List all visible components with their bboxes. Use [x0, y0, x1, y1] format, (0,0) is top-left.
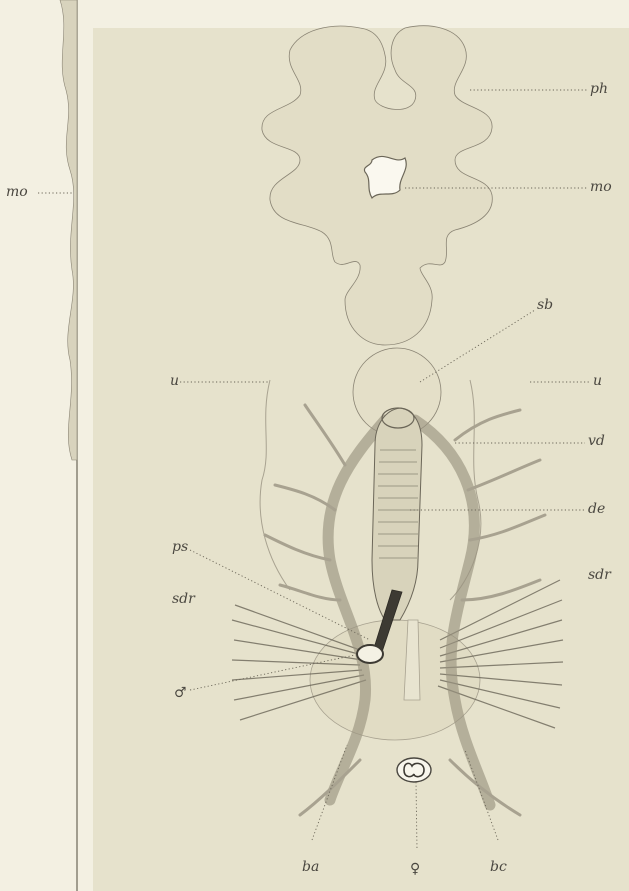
label-mo-left: mo — [6, 185, 28, 199]
label-mouth: mo — [590, 180, 612, 194]
label-shell-glands-right: sdr — [588, 568, 611, 582]
label-pharynx: ph — [590, 82, 608, 96]
label-female-pore: ♀ — [410, 862, 420, 876]
label-uterus-left: u — [170, 374, 179, 388]
label-penis-stylet: ps — [172, 540, 188, 554]
male-pore — [357, 645, 383, 663]
label-vas-deferens: vd — [588, 434, 605, 448]
label-male-pore: ♂ — [174, 686, 187, 700]
label-uterus-right: u — [593, 374, 602, 388]
label-bursa-atrium: ba — [302, 860, 319, 874]
label-shell-glands-left: sdr — [172, 592, 195, 606]
ejaculatory-duct — [372, 408, 422, 620]
label-seminal-bursa: sb — [537, 298, 553, 312]
left-margin-tissue — [60, 0, 77, 460]
female-pore — [397, 758, 431, 782]
label-ejaculatory-duct: de — [588, 502, 605, 516]
label-bursa-canal: bc — [490, 860, 507, 874]
